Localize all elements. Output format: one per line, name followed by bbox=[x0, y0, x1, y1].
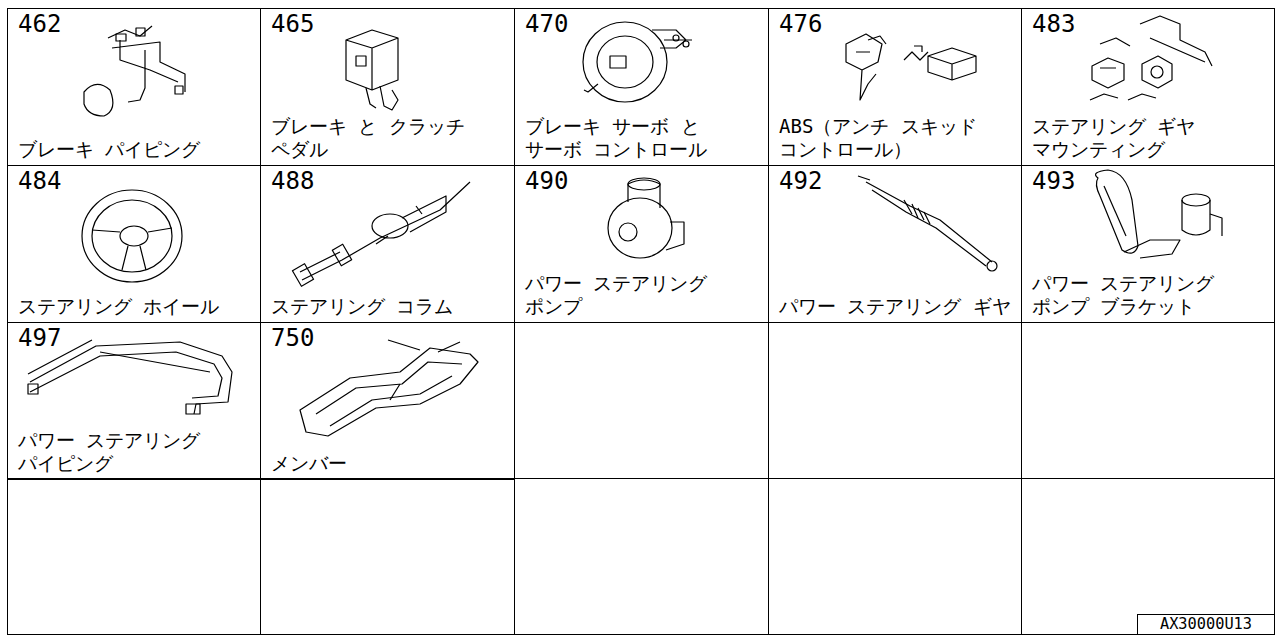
part-illustration bbox=[1151, 66, 1163, 78]
part-illustration bbox=[28, 384, 38, 394]
part-illustration bbox=[186, 404, 200, 414]
part-illustration bbox=[376, 206, 422, 244]
part-name: パワー ステアリング パイピング bbox=[18, 429, 254, 474]
part-illustration bbox=[928, 48, 976, 80]
catalog-cell: 483 ステアリング ギヤ マウンティング bbox=[1021, 8, 1275, 166]
part-illustration bbox=[1104, 186, 1126, 236]
callout-number: 476 bbox=[779, 12, 822, 36]
part-illustration bbox=[92, 200, 172, 272]
part-illustration bbox=[987, 261, 997, 271]
callout-number: 490 bbox=[525, 169, 568, 193]
part-illustration bbox=[846, 34, 882, 100]
part-illustration bbox=[1142, 56, 1172, 88]
catalog-cell: 462 ブレーキ パイピング bbox=[7, 8, 261, 166]
callout-number: 492 bbox=[779, 169, 822, 193]
part-name: ブレーキ パイピング bbox=[18, 138, 254, 160]
callout-number: 462 bbox=[18, 12, 61, 36]
part-illustration bbox=[608, 198, 672, 258]
part-illustration bbox=[120, 226, 148, 246]
part-illustration bbox=[673, 35, 679, 41]
grid-frame bbox=[768, 322, 769, 635]
part-name: パワー ステアリング ギヤ bbox=[779, 295, 1015, 317]
part-name: パワー ステアリング ポンプ ブラケット bbox=[1032, 272, 1268, 317]
part-illustration bbox=[28, 16, 1222, 436]
catalog-cell: 750 メンバー bbox=[260, 322, 515, 480]
part-name: ステアリング ギヤ マウンティング bbox=[1032, 115, 1268, 160]
part-illustration bbox=[300, 348, 478, 436]
catalog-cell: 476ABS（アンチ スキッド コントロール） bbox=[768, 8, 1022, 166]
callout-number: 493 bbox=[1032, 169, 1075, 193]
part-illustration bbox=[402, 196, 446, 232]
callout-number: 497 bbox=[18, 326, 61, 350]
part-name: ABS（アンチ スキッド コントロール） bbox=[779, 115, 1015, 160]
grid-frame bbox=[260, 478, 261, 635]
figure-code: AX30000U13 bbox=[1160, 617, 1252, 632]
part-illustration bbox=[1140, 16, 1212, 66]
part-illustration bbox=[584, 84, 598, 92]
part-name: ステアリング コラム bbox=[271, 295, 507, 317]
part-illustration bbox=[1182, 200, 1210, 235]
part-illustration bbox=[1124, 214, 1222, 258]
callout-number: 484 bbox=[18, 169, 61, 193]
grid-frame bbox=[7, 9, 1275, 636]
catalog-cell: 497 パワー ステアリング パイピング bbox=[7, 322, 261, 480]
part-illustration bbox=[904, 200, 930, 224]
part-illustration bbox=[366, 86, 398, 110]
part-illustration bbox=[858, 176, 992, 266]
part-illustration bbox=[136, 28, 145, 36]
catalog-cell: 484 ステアリング ホイール bbox=[7, 165, 261, 323]
catalog-cell: 490 パワー ステアリング ポンプ bbox=[514, 165, 769, 323]
part-illustration bbox=[619, 223, 637, 241]
part-illustration bbox=[346, 30, 398, 90]
part-illustration bbox=[332, 244, 351, 266]
catalog-cell: 493 パワー ステアリング ポンプ ブラケット bbox=[1021, 165, 1275, 323]
grid-frame bbox=[7, 478, 1275, 479]
part-illustration bbox=[1096, 170, 1138, 253]
part-illustration bbox=[292, 264, 313, 287]
part-name: ブレーキ サーボ と サーボ コントロール bbox=[525, 115, 761, 160]
part-name: パワー ステアリング ポンプ bbox=[525, 272, 761, 317]
part-illustration bbox=[610, 56, 626, 68]
part-illustration bbox=[84, 84, 113, 116]
part-illustration bbox=[856, 36, 886, 52]
part-illustration bbox=[597, 36, 653, 88]
part-illustration bbox=[116, 34, 126, 41]
callout-number: 488 bbox=[271, 169, 314, 193]
part-illustration bbox=[175, 86, 183, 94]
part-illustration bbox=[388, 340, 460, 400]
grid-frame bbox=[8, 9, 1275, 635]
part-illustration bbox=[300, 182, 470, 280]
part-name: ブレーキ と クラッチ ペダル bbox=[271, 115, 507, 160]
part-illustration bbox=[92, 228, 172, 270]
part-illustration bbox=[356, 56, 366, 66]
part-illustration bbox=[666, 222, 684, 250]
part-illustration bbox=[628, 180, 660, 208]
figure-code-box: AX30000U13 bbox=[1137, 614, 1275, 635]
part-illustration bbox=[683, 41, 689, 47]
callout-number: 750 bbox=[271, 326, 314, 350]
part-illustration bbox=[1092, 58, 1124, 88]
callout-number: 470 bbox=[525, 12, 568, 36]
part-illustration bbox=[30, 352, 222, 398]
part-illustration bbox=[316, 362, 462, 426]
catalog-cell: 492 パワー ステアリング ギヤ bbox=[768, 165, 1022, 323]
part-illustration bbox=[30, 342, 232, 414]
part-illustration bbox=[1182, 194, 1210, 206]
part-illustration bbox=[82, 190, 182, 282]
catalog-cell: 465 ブレーキ と クラッチ ペダル bbox=[260, 8, 515, 166]
part-name: ステアリング ホイール bbox=[18, 295, 254, 317]
part-illustration bbox=[583, 22, 667, 102]
catalog-cell: 470 ブレーキ サーボ と サーボ コントロール bbox=[514, 8, 769, 166]
part-illustration bbox=[628, 178, 660, 190]
grid-frame bbox=[1021, 322, 1022, 635]
part-illustration bbox=[904, 46, 928, 60]
callout-number: 465 bbox=[271, 12, 314, 36]
part-illustration bbox=[652, 30, 692, 48]
catalog-cell: 488 ステアリング コラム bbox=[260, 165, 515, 323]
part-illustration bbox=[1090, 38, 1156, 100]
part-name: メンバー bbox=[271, 452, 507, 474]
part-illustration bbox=[108, 26, 185, 102]
callout-number: 483 bbox=[1032, 12, 1075, 36]
